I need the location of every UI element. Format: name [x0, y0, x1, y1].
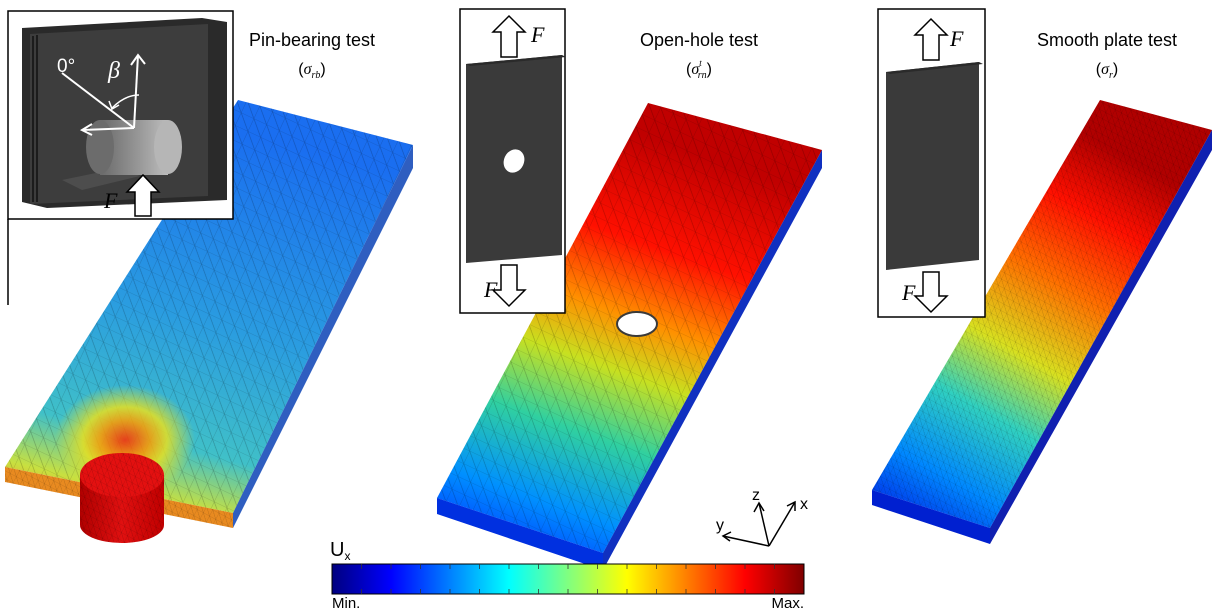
top-force-arrow: [491, 14, 527, 58]
pin-bearing-title: Pin-bearing test: [249, 30, 375, 50]
x-direction-arrow: [81, 127, 135, 131]
smooth-plate-title: Smooth plate test: [1037, 30, 1177, 50]
open-hole-plate: [437, 103, 822, 570]
top-force-arrow: [913, 17, 949, 61]
top-force-label: F: [949, 26, 964, 51]
x-axis-label: x: [800, 496, 808, 513]
bottom-force-label: F: [483, 277, 498, 302]
smooth-specimen: [886, 62, 979, 270]
inset-force-arrow: [125, 173, 161, 217]
loading-pin-cylinder: [80, 453, 164, 543]
pin-bearing-inset: 0° β F: [7, 10, 234, 220]
angle-zero-label: 0°: [57, 56, 75, 77]
fiber-direction-line: [61, 72, 135, 129]
x-axis: [768, 501, 796, 547]
open-hole-inset: F F: [459, 8, 566, 314]
y-axis-label: y: [716, 517, 724, 534]
colorbar: Ux Min. Max.: [330, 539, 805, 612]
smooth-plate-symbol: (σr): [1096, 61, 1118, 81]
colorbar-max-label: Max.: [771, 595, 804, 609]
y-axis: [722, 535, 770, 547]
bottom-force-arrow: [913, 271, 949, 314]
bottom-force-arrow: [491, 264, 527, 308]
pin-bearing-plate: [5, 100, 413, 528]
bottom-force-label: F: [901, 280, 916, 305]
colorbar-ticks: [361, 564, 775, 594]
colorbar-min-label: Min.: [332, 595, 360, 609]
open-hole: [616, 311, 658, 337]
z-axis: [758, 502, 770, 547]
coordinate-triad: [721, 500, 796, 547]
open-hole-title: Open-hole test: [640, 30, 758, 50]
z-axis-label: z: [752, 487, 760, 504]
colorbar-label: Ux: [330, 539, 350, 563]
beta-label: β: [107, 58, 120, 84]
load-direction-arrow: [133, 54, 139, 129]
beta-angle-arc: [111, 94, 140, 109]
inset-force-label: F: [103, 188, 118, 213]
pin-bearing-symbol: (σrb): [298, 61, 325, 81]
smooth-plate-inset: F F: [877, 8, 986, 318]
top-force-label: F: [530, 22, 545, 47]
smooth-plate: [872, 100, 1212, 544]
